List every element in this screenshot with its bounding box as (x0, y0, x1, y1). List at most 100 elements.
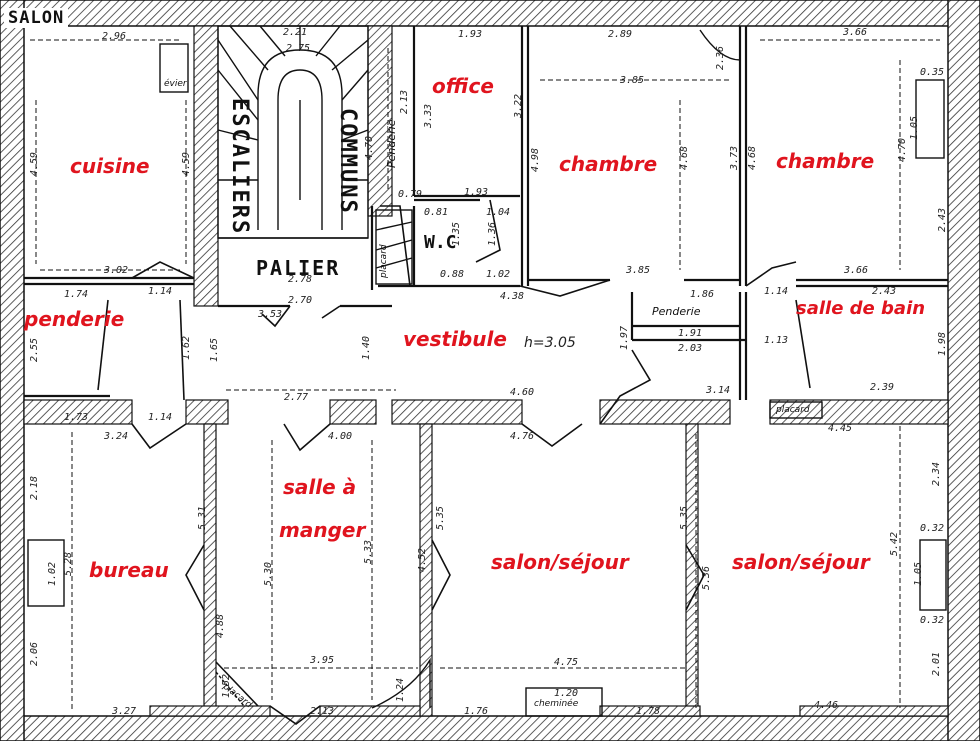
label-communs: COMMUNS (335, 108, 360, 215)
dim-label: 3.22 (513, 93, 524, 118)
dim-label: 3.24 (104, 431, 129, 442)
dim-label: 2.01 (931, 651, 942, 676)
label-placard-1: placard (379, 244, 389, 278)
dim-label: 3.66 (843, 27, 868, 38)
dim-label: 0.32 (920, 523, 945, 534)
room-chambre-2: chambre (776, 149, 875, 173)
room-salon-sejour-2: salon/séjour (732, 550, 870, 574)
dim-label: 2.43 (937, 207, 948, 232)
room-bureau: bureau (89, 558, 169, 582)
interior-walls (23, 25, 949, 717)
dim-label: 1.02 (486, 269, 511, 280)
dim-label: 5.31 (197, 505, 208, 530)
label-palier: PALIER (256, 256, 341, 280)
dim-label: 4.59 (29, 151, 40, 176)
label-ceiling-height: h=3.05 (524, 335, 576, 351)
label-wc: W.C (424, 232, 457, 253)
label-escaliers: ESCALIERS (227, 98, 252, 236)
label-penderie-small-1: Penderie (385, 119, 398, 168)
dim-label: 4.59 (181, 151, 192, 176)
dim-label: 4.00 (328, 431, 353, 442)
dim-label: 1.24 (395, 677, 406, 702)
dim-label: 1.14 (148, 286, 173, 297)
dim-label: 2.39 (870, 382, 895, 393)
dim-label: 2.43 (872, 286, 897, 297)
dim-label: 5.36 (701, 565, 712, 590)
dim-label: 3.02 (104, 265, 129, 276)
dim-label: 1.91 (678, 328, 703, 339)
dim-label: 3.27 (112, 706, 137, 717)
dim-label: 1.65 (209, 337, 220, 362)
dim-label: 4.75 (554, 657, 579, 668)
dim-label: 4.45 (828, 423, 853, 434)
dim-label: 1.14 (764, 286, 789, 297)
dim-label: 2.77 (284, 392, 309, 403)
dim-label: 4.70 (897, 137, 908, 162)
room-chambre-1: chambre (559, 152, 658, 176)
dim-label: 2.03 (678, 343, 703, 354)
dim-label: 2.13 (310, 706, 335, 717)
dim-label: 2.96 (102, 31, 127, 42)
dim-label: 4.38 (500, 291, 525, 302)
dim-label: 1.93 (458, 29, 483, 40)
dim-label: 3.66 (844, 265, 869, 276)
dim-label: 1.73 (64, 412, 89, 423)
dim-label: 2.18 (29, 475, 40, 500)
dim-label: 1.14 (148, 412, 173, 423)
dim-label: 1.98 (937, 331, 948, 356)
dim-label: 2.34 (931, 461, 942, 486)
dim-label: 1.13 (764, 335, 789, 346)
dim-label: 4.76 (510, 431, 535, 442)
dim-label: 1.40 (361, 335, 372, 360)
dim-label: 3.95 (310, 655, 335, 666)
dimension-lines (30, 39, 940, 710)
dim-label: 2.13 (399, 89, 410, 114)
room-cuisine: cuisine (70, 154, 150, 178)
room-salle-a-manger-line1: salle à (283, 475, 357, 499)
dim-label: 1.78 (636, 706, 661, 717)
dim-label: 1.62 (181, 335, 192, 360)
dim-label: 4.46 (814, 700, 839, 711)
dim-label: 2.78 (288, 274, 313, 285)
label-cheminee: cheminée (534, 699, 579, 709)
dim-label: 5.30 (263, 561, 274, 586)
room-salle-de-bain: salle de bain (796, 298, 926, 319)
dim-label: 1.86 (690, 289, 715, 300)
room-penderie: penderie (24, 307, 125, 331)
dim-label: 4.68 (747, 145, 758, 170)
dim-label: 1.05 (909, 115, 920, 140)
dim-label: 2.75 (286, 43, 311, 54)
dim-label: 4.88 (215, 613, 226, 638)
door-swings (97, 199, 811, 725)
dim-label: 1.20 (554, 688, 579, 699)
dim-label: 4.60 (510, 387, 535, 398)
dim-label: 1.76 (464, 706, 489, 717)
dim-label: 2.21 (283, 27, 308, 38)
dim-label: 2.36 (715, 45, 726, 70)
dim-label: 4.52 (417, 547, 428, 572)
dim-label: 0.35 (920, 67, 945, 78)
dim-label: 4.70 (364, 135, 375, 160)
dim-label: 0.81 (424, 207, 449, 218)
dim-label: 4.98 (530, 147, 541, 172)
dim-label: 1.35 (451, 221, 462, 246)
dim-label: 3.53 (258, 309, 283, 320)
dim-label: 1.05 (913, 561, 924, 586)
dim-label: 2.06 (29, 641, 40, 666)
label-evier: évier (164, 79, 187, 89)
dim-label: 2.55 (29, 337, 40, 362)
dim-label: 1.04 (486, 207, 511, 218)
dim-label: 1.02 (47, 561, 58, 586)
room-office: office (432, 74, 494, 98)
plan-title: SALON (4, 8, 69, 28)
dim-label: 1.74 (64, 289, 89, 300)
dim-label: 1.36 (487, 221, 498, 246)
staircase (217, 25, 413, 285)
dim-label: 4.68 (679, 145, 690, 170)
dim-label: 3.85 (626, 265, 651, 276)
dim-label: 3.73 (729, 145, 740, 170)
dim-label: 3.33 (423, 103, 434, 128)
dim-label: 0.88 (440, 269, 465, 280)
dim-label: 3.85 (620, 75, 645, 86)
